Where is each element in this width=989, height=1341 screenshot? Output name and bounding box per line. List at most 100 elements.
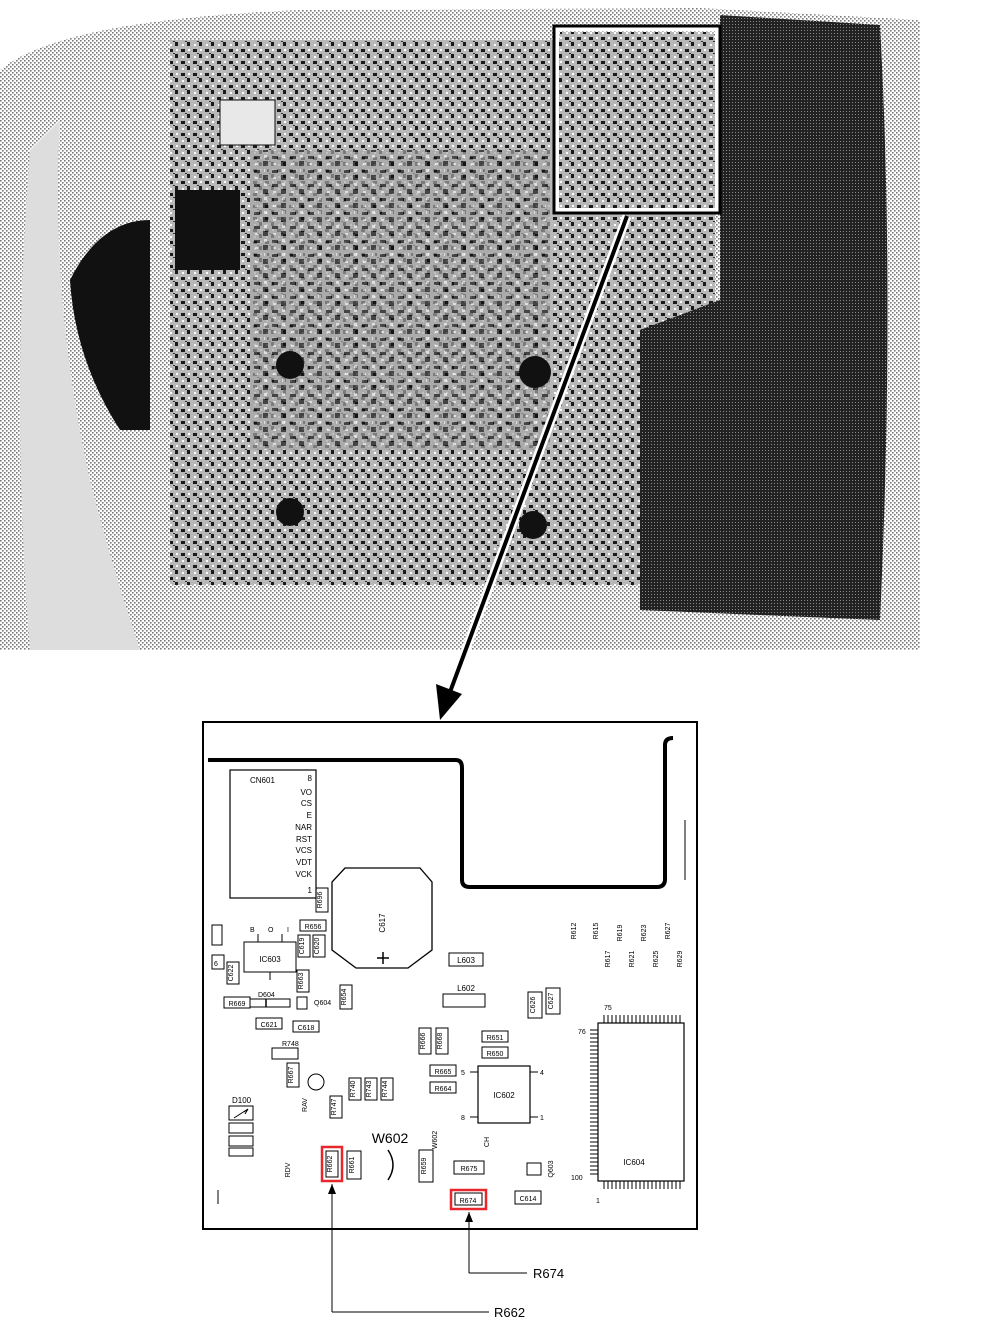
w602-small-label: W602 [432, 1131, 439, 1149]
c618-label: C618 [298, 1025, 315, 1032]
ic604: IC604 75 76 100 1 [571, 1005, 685, 1205]
r674-part-label: R674 [460, 1198, 477, 1205]
c622-label: C622 [228, 965, 235, 982]
ic603-label: IC603 [259, 955, 281, 964]
d100-pad-1 [228, 1105, 254, 1121]
ic602-body [477, 1065, 531, 1124]
c626-label: C626 [530, 997, 537, 1014]
cn601-pin-vck: VCK [296, 870, 313, 879]
ic604-pin-100: 100 [571, 1175, 583, 1182]
board-layout-diagram: CN601 8 VO CS E NAR RST VCS VDT VCK 1 C6… [202, 721, 698, 1230]
c627-body [545, 987, 561, 1015]
c627-label: C627 [548, 993, 555, 1010]
board-shield-outline [208, 736, 674, 889]
ic602-pin-4: 4 [540, 1070, 544, 1077]
c618-body [292, 1020, 320, 1033]
r664-label: R664 [435, 1086, 452, 1093]
ic604-pin-76: 76 [578, 1029, 586, 1036]
pcb-screw-1 [276, 351, 304, 379]
r696-label: R696 [317, 892, 324, 909]
c617-label: C617 [378, 913, 387, 933]
c614-label: C614 [520, 1196, 537, 1203]
r667-label: R667 [288, 1067, 295, 1084]
ic603-pin-b: B [250, 927, 255, 934]
cn601-connector: CN601 8 VO CS E NAR RST VCS VDT VCK 1 [229, 769, 317, 899]
r659-label: R659 [421, 1158, 428, 1175]
r669-body [223, 996, 251, 1009]
r740-label: R740 [350, 1081, 357, 1098]
housing-dark-lens [70, 220, 150, 430]
r668-body [435, 1027, 449, 1055]
r674-leader-arrow [465, 1212, 473, 1222]
zoom-region-outline-white [555, 27, 719, 212]
r661-label: R661 [349, 1157, 356, 1174]
ic602-label: IC602 [493, 1091, 515, 1100]
r674-highlight-box [449, 1188, 488, 1211]
cn601-pin-nar: NAR [295, 823, 312, 832]
c626-body [527, 991, 543, 1019]
w602-large-label: W602 [372, 1130, 409, 1146]
pcb-component-block [175, 190, 240, 270]
c619-body [297, 934, 311, 958]
pcb-screw-2 [276, 498, 304, 526]
d100-label: D100 [232, 1096, 252, 1105]
ic604-pins-top [603, 1015, 681, 1023]
ic602-pin-1: 1 [540, 1115, 544, 1122]
r666-label: R666 [420, 1033, 427, 1050]
pcb-board-detail [250, 150, 550, 450]
r654-label: R654 [341, 989, 348, 1006]
r656-label: R656 [305, 924, 322, 931]
r659-body [418, 1149, 434, 1183]
r654-body [339, 984, 353, 1010]
d100-symbol [233, 1108, 249, 1119]
d100-pad-4 [228, 1147, 254, 1157]
board-outline [202, 721, 698, 1230]
l602-body [442, 993, 486, 1008]
r662-leader-arrow [328, 1184, 336, 1194]
ch-label: CH [484, 1137, 491, 1147]
r651-label: R651 [487, 1035, 504, 1042]
r656-body [299, 919, 327, 932]
c617-capacitor: C617 [331, 867, 433, 969]
r666-body [418, 1027, 432, 1055]
housing-dark-right [640, 15, 888, 620]
housing-left-edge [20, 120, 140, 650]
r662-part-label: R662 [327, 1156, 334, 1173]
cn601-pin-vdt: VDT [296, 858, 312, 867]
q603-body [526, 1162, 542, 1176]
r650-body [481, 1046, 509, 1059]
r674-callout-label: R674 [533, 1266, 564, 1281]
cn601-body [229, 769, 317, 899]
l602-label: L602 [457, 984, 475, 993]
c621-label: C621 [261, 1022, 278, 1029]
r627-label: R627 [665, 923, 672, 940]
r617-label: R617 [605, 951, 612, 968]
pcb-screw-4 [519, 511, 547, 539]
r744-label: R744 [382, 1081, 389, 1098]
cn601-pin-vo: VO [300, 788, 312, 797]
c617-outline [331, 867, 433, 969]
d604-label: D604 [258, 992, 275, 999]
r663-body [296, 969, 310, 993]
d100-pad-3 [228, 1135, 254, 1147]
pcb-white-part [219, 99, 276, 146]
r650-label: R650 [487, 1051, 504, 1058]
rav-pot [307, 1073, 325, 1091]
r667-body [286, 1062, 300, 1088]
c620-label: C620 [314, 938, 321, 955]
ic603-pin-i: I [287, 927, 289, 934]
c620-body [312, 934, 326, 958]
cn601-pin-1: 1 [308, 886, 313, 895]
r623-label: R623 [641, 925, 648, 942]
rdv-label: RDV [285, 1162, 292, 1177]
r665-body [429, 1064, 457, 1077]
rav-label: RAV [302, 1098, 309, 1112]
callouts: R674 R662 [328, 1184, 564, 1320]
q604-label: Q604 [314, 1000, 331, 1007]
zoom-region-fill [560, 32, 714, 207]
r675-body [453, 1160, 485, 1175]
c614-body [514, 1190, 542, 1205]
ic602-pin-5: 5 [461, 1070, 465, 1077]
ic604-pins-left [590, 1029, 598, 1175]
